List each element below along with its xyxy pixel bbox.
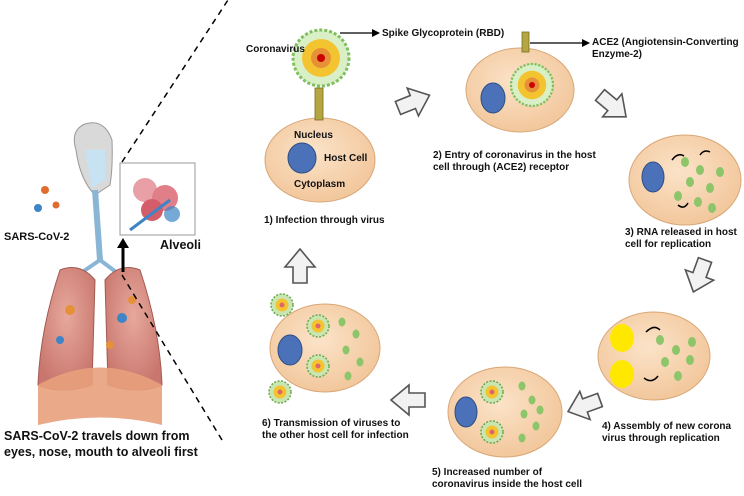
rna-fragments xyxy=(674,157,724,213)
host-cell-5 xyxy=(447,366,563,458)
airborne-virus-particles xyxy=(34,186,60,212)
step-6-label: 6) Transmission of viruses to the other … xyxy=(262,418,409,441)
host-cell-2 xyxy=(465,31,575,133)
ace2-label: ACE2 (Angiotensin-Converting Enzyme-2) xyxy=(592,37,739,60)
coronavirus-particle xyxy=(291,28,351,88)
host-cell-1 xyxy=(264,28,376,203)
flow-arrow-5-to-6 xyxy=(390,384,426,416)
nucleus-6 xyxy=(277,334,303,366)
host-cell-4 xyxy=(597,311,711,401)
spike-glycoprotein-label: Spike Glycoprotein (RBD) xyxy=(382,28,505,39)
flow-arrow-1-to-2 xyxy=(391,80,436,123)
alveoli-label: Alveoli xyxy=(160,238,201,252)
step-3-label: 3) RNA released in host cell for replica… xyxy=(625,227,737,250)
flow-arrow-6-to-1 xyxy=(284,248,316,284)
assembled-virus-bottom xyxy=(610,360,634,388)
assembled-virus-top xyxy=(610,324,634,352)
nucleus-label: Nucleus xyxy=(294,130,333,141)
zoom-line-top xyxy=(121,0,229,163)
host-cell-6 xyxy=(268,293,381,404)
alveoli-inset xyxy=(119,162,196,236)
step-2-label: 2) Entry of coronavirus in the host cell… xyxy=(433,150,596,173)
host-cell-3 xyxy=(628,134,742,226)
virus-label: SARS-CoV-2 xyxy=(4,231,70,243)
nucleus-2 xyxy=(480,82,506,114)
flow-arrow-4-to-5 xyxy=(562,385,606,427)
cytoplasm-label: Cytoplasm xyxy=(294,179,346,190)
nucleus-3 xyxy=(641,161,665,193)
step-1-label: 1) Infection through virus xyxy=(264,215,385,226)
ace2-receptor-2 xyxy=(521,31,530,53)
flow-arrow-2-to-3 xyxy=(589,82,637,130)
respiratory-tract-illustration xyxy=(34,122,163,425)
step-5-label: 5) Increased number of coronavirus insid… xyxy=(432,467,583,490)
host-cell-label: Host Cell xyxy=(324,153,368,164)
flow-arrow-3-to-4 xyxy=(678,254,720,298)
coronavirus-label: Coronavirus xyxy=(246,44,305,55)
virus-particles-in-lungs xyxy=(56,296,136,349)
nucleus-5 xyxy=(454,396,478,428)
ace2-receptor-1 xyxy=(314,87,324,121)
left-panel-caption: SARS-CoV-2 travels down from eyes, nose,… xyxy=(4,429,198,459)
step-4-label: 4) Assembly of new corona virus through … xyxy=(602,421,732,444)
nucleus-1 xyxy=(287,142,317,174)
